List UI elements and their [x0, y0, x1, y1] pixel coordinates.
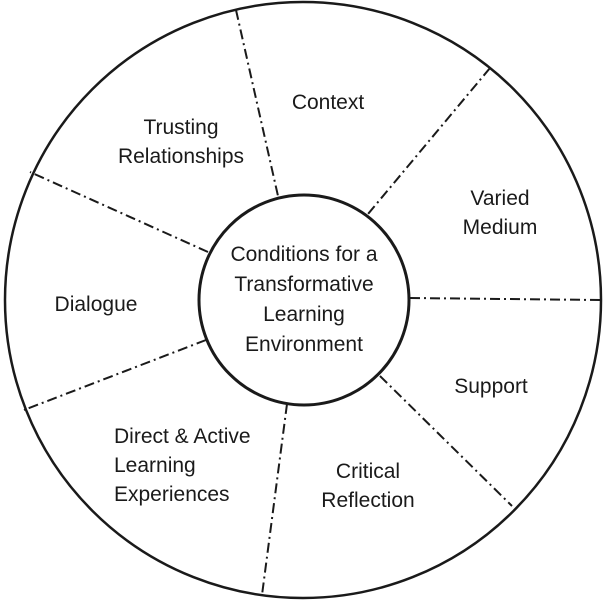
segment-critical-reflection-line-1: Critical [335, 460, 401, 483]
segment-dialogue: Dialogue [41, 290, 151, 319]
segment-direct-active-line-3: Experiences [114, 483, 230, 506]
divider-reflection-direct [261, 403, 288, 596]
segment-varied-medium: Varied Medium [445, 184, 555, 242]
segment-varied-medium-line-2: Medium [462, 216, 538, 239]
center-line-4: Environment [245, 333, 363, 356]
segment-support: Support [436, 372, 546, 401]
divider-dialogue-trusting [29, 171, 209, 253]
segment-critical-reflection-line-2: Reflection [321, 489, 415, 512]
segment-direct-active-line-2: Learning [114, 454, 196, 477]
segment-dialogue-line-1: Dialogue [54, 293, 138, 316]
center-title: Conditions for a Transformative Learning… [204, 240, 404, 360]
segment-direct-active: Direct & Active Learning Experiences [114, 422, 284, 509]
segment-support-line-1: Support [454, 375, 528, 398]
center-line-3: Learning [263, 303, 345, 326]
divider-direct-dialogue [23, 339, 207, 411]
inner-circle [197, 193, 411, 407]
segment-varied-medium-line-1: Varied [470, 187, 530, 210]
segment-context: Context [278, 88, 378, 117]
divider-medium-support [409, 297, 601, 301]
segment-context-line-1: Context [291, 91, 365, 114]
segment-critical-reflection: Critical Reflection [303, 457, 433, 515]
segment-trusting-relationships-line-2: Relationships [117, 145, 245, 168]
divider-support-reflection [379, 375, 513, 507]
segment-trusting-relationships-line-1: Trusting [143, 116, 219, 139]
segment-direct-active-line-1: Direct & Active [114, 425, 251, 448]
center-line-1: Conditions for a [230, 243, 378, 266]
center-line-2: Transformative [234, 273, 374, 296]
segment-trusting-relationships: Trusting Relationships [104, 113, 258, 171]
divider-trusting-context [235, 9, 279, 197]
divider-context-medium [367, 67, 491, 215]
outer-ring [3, 0, 603, 600]
